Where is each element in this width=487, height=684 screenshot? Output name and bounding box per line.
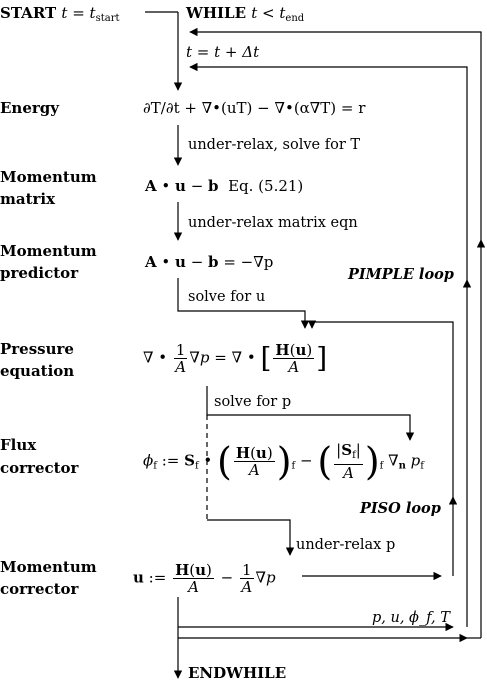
momentum-predictor-label-1: Momentum — [0, 242, 97, 260]
energy-equation: ∂T/∂t + ∇•(uT) − ∇•(α∇T) = r — [143, 99, 366, 117]
momentum-matrix-label-2: matrix — [0, 190, 56, 208]
outputs-label: p, u, ϕ_f, T — [372, 610, 450, 626]
flux-equation: ϕf := Sf • (H(u)A)f − (|Sf|A)f ∇n pf — [143, 439, 424, 484]
matrix-equation: A • u − b Eq. (5.21) — [145, 177, 304, 195]
start-subscript: start — [95, 13, 120, 24]
while-equation: t < t — [251, 4, 286, 22]
while-keyword: WHILE — [186, 4, 247, 22]
predictor-equation: A • u − b = −∇p — [145, 253, 274, 271]
start-equation: t = t — [61, 4, 96, 22]
pimple-loop-label: PIMPLE loop — [348, 266, 454, 283]
predictor-rhs: = −∇p — [223, 253, 274, 271]
note-relax-p: under-relax p — [296, 537, 396, 553]
note-solve-p: solve for p — [214, 394, 292, 410]
arrow-pressure-to-flux — [206, 386, 415, 441]
pressure-label-2: equation — [0, 362, 75, 380]
flux-label-2: corrector — [0, 459, 79, 477]
note-solve-u: solve for u — [188, 289, 266, 305]
momentum-corrector-label-2: corrector — [0, 580, 79, 598]
piso-return — [307, 320, 454, 497]
start-keyword: START — [0, 4, 57, 22]
momentum-matrix-label-1: Momentum — [0, 168, 97, 186]
while-label: WHILE t < tend — [186, 2, 304, 30]
arrow-to-corrector — [207, 519, 295, 556]
endwhile-label: ENDWHILE — [188, 664, 287, 682]
note-relax-matrix: under-relax matrix eqn — [188, 215, 358, 231]
energy-label: Energy — [0, 99, 59, 117]
pimple-return — [189, 62, 468, 280]
piso-loop-label: PISO loop — [360, 500, 441, 517]
time-update: t = t + Δt — [186, 43, 260, 61]
arrow-predictor-to-pressure — [177, 278, 310, 329]
while-subscript: end — [285, 13, 305, 24]
flux-label-1: Flux — [0, 436, 37, 454]
momentum-corrector-label-1: Momentum — [0, 558, 97, 576]
matrix-eq-reference: Eq. (5.21) — [228, 177, 304, 195]
start-label: START t = tstart — [0, 2, 120, 30]
note-solve-T: under-relax, solve for T — [188, 137, 361, 153]
pressure-label-1: Pressure — [0, 340, 74, 358]
momentum-predictor-label-2: predictor — [0, 264, 79, 282]
while-return — [189, 27, 482, 240]
